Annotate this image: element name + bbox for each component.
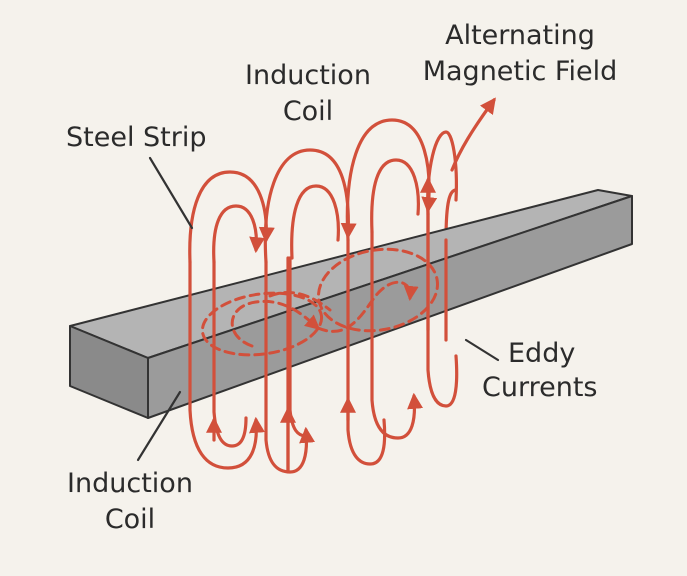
eddy-spiral-2: [316, 280, 419, 333]
eddy-loop-1: [200, 291, 324, 357]
coil-loop-4-front: [426, 212, 459, 408]
strip-end-face: [69, 325, 149, 419]
eddy-spiral-1: [230, 299, 321, 348]
label-eddy-2: Currents: [482, 372, 597, 403]
leader-lines: [136, 156, 500, 462]
leader-induction-coil-bottom: [136, 390, 182, 462]
coil-loop-2-front: [264, 260, 316, 474]
field-arrow: [450, 97, 496, 172]
coil-loop-3-front: [346, 238, 387, 466]
eddy-currents: [200, 247, 439, 357]
coil-loops-front: [188, 176, 459, 474]
eddy-spiral-3: [268, 291, 332, 312]
coil-loop-3-inner-front: [370, 230, 424, 440]
label-induction-coil-bottom-2: Coil: [105, 504, 155, 535]
leader-eddy-currents: [464, 338, 500, 362]
label-induction-coil-top-2: Coil: [283, 96, 333, 127]
label-field-2: Magnetic Field: [423, 56, 618, 87]
label-eddy-1: Eddy: [508, 338, 575, 369]
coil-loop-4-top: [426, 130, 458, 216]
label-steel-strip: Steel Strip: [66, 122, 207, 153]
label-induction-coil-bottom-1: Induction: [67, 468, 193, 499]
coil-loop-1-front: [188, 260, 265, 470]
leader-steel-strip: [148, 156, 194, 230]
coil-loop-3-inner-top: [370, 158, 420, 234]
coil-loop-1-inner-top: [212, 204, 266, 264]
coil-loop-1-top: [188, 170, 275, 264]
eddy-loop-2: [317, 247, 439, 333]
label-induction-coil-top-1: Induction: [245, 60, 371, 91]
label-field-1: Alternating: [445, 20, 595, 51]
coil-loop-2-inner-top: [290, 184, 340, 260]
